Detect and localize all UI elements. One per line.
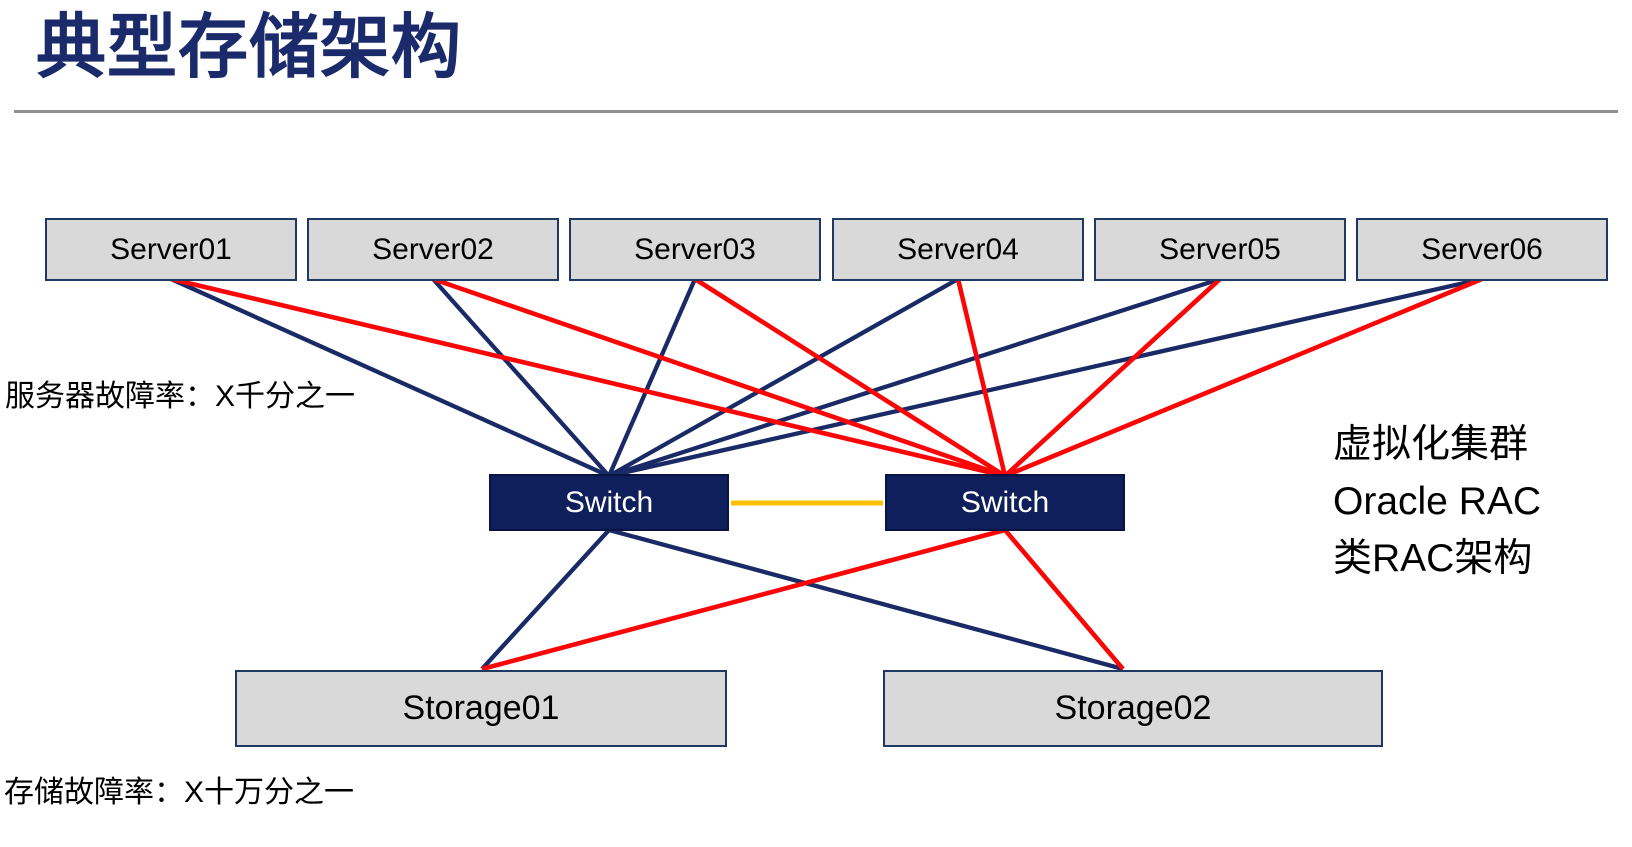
edge-server-04-to-switch-right — [955, 278, 1008, 477]
edge-switch-left-to-storage-02 — [608, 527, 1124, 672]
server01-node: Server01 — [45, 218, 297, 281]
cluster-note-line: 虚拟化集群 — [1333, 423, 1529, 466]
edge-server-01-to-switch-right — [170, 276, 1006, 479]
edge-switch-right-to-storage-01 — [481, 527, 1006, 672]
server06-node: Server06 — [1356, 218, 1608, 281]
edge-server-04-to-switch-left — [607, 277, 960, 478]
title-divider-line — [14, 110, 1618, 113]
edge-server-01-to-switch-left — [170, 277, 610, 478]
edge-server-06-to-switch-left — [608, 276, 1483, 479]
server02-node: Server02 — [307, 218, 559, 281]
storage-failure-rate-label: 存储故障率：X十万分之一 — [4, 776, 355, 809]
cluster-note-line: Oracle RAC — [1333, 480, 1542, 523]
server05-node: Server05 — [1094, 218, 1346, 281]
edge-server-05-to-switch-right — [1003, 277, 1222, 478]
edge-switch-left-to-storage-01 — [480, 528, 611, 671]
edge-server-02-to-switch-left — [431, 277, 611, 478]
edge-server-05-to-switch-left — [608, 276, 1221, 479]
switch-left-node: Switch — [489, 474, 729, 531]
edge-server-02-to-switch-right — [432, 276, 1006, 479]
storage01-node: Storage01 — [235, 670, 727, 747]
storage02-node: Storage02 — [883, 670, 1383, 747]
cluster-note-line: 类RAC架构 — [1333, 537, 1533, 580]
edge-server-03-to-switch-left — [607, 278, 697, 477]
server-failure-rate-label: 服务器故障率：X千分之一 — [5, 380, 356, 413]
edge-server-06-to-switch-right — [1004, 276, 1483, 479]
edge-switch-right-to-storage-02 — [1003, 528, 1125, 671]
slide-title: 典型存储架构 — [36, 8, 462, 86]
cluster-note: 虚拟化集群 Oracle RAC 类RAC架构 — [1333, 416, 1541, 587]
server04-node: Server04 — [832, 218, 1084, 281]
edge-server-03-to-switch-right — [693, 277, 1007, 478]
switch-right-node: Switch — [885, 474, 1125, 531]
server03-node: Server03 — [569, 218, 821, 281]
